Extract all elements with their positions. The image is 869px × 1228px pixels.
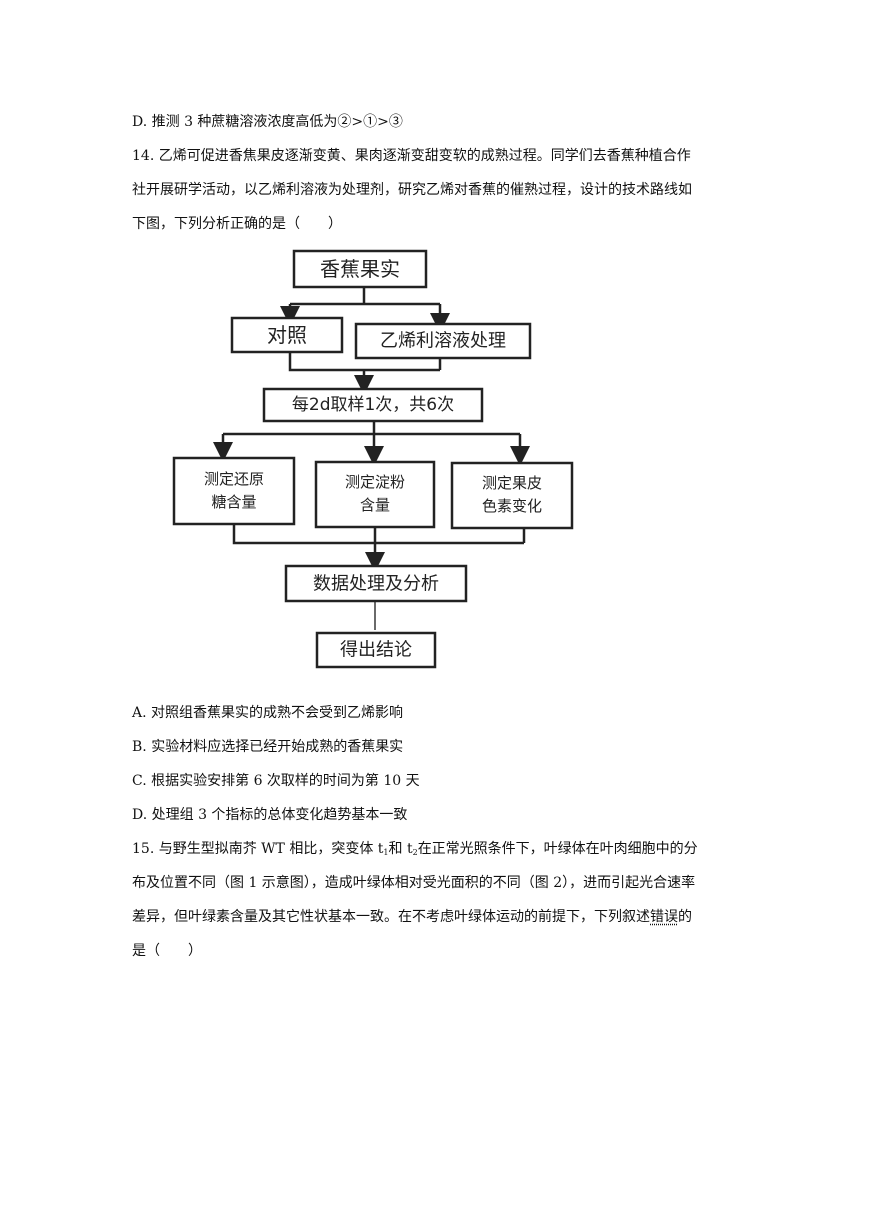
measure-starch-line1: 测定淀粉 (345, 473, 405, 491)
analysis-box (284, 564, 468, 603)
q14-option-d: D. 处理组 3 个指标的总体变化趋势基本一致 (132, 807, 408, 823)
measure-starch-box (314, 460, 436, 529)
banana-fruit-label: 香蕉果实 (320, 257, 400, 281)
q15-stem-line-2: 布及位置不同（图 1 示意图），造成叶绿体相对受光面积的不同（图 2），进而引起… (132, 875, 696, 891)
q15-l3-part-b: 的 (678, 909, 692, 925)
q14-stem-line-3: 下图，下列分析正确的是（ ） (132, 216, 342, 232)
treatment-label: 乙烯利溶液处理 (380, 331, 506, 352)
control-box (230, 316, 344, 354)
measure-pigment-line1: 测定果皮 (482, 474, 542, 492)
q14-stem-line-2: 社开展研学活动，以乙烯利溶液为处理剂，研究乙烯对香蕉的催熟过程，设计的技术路线如 (132, 182, 692, 198)
q14-option-b: B. 实验材料应选择已经开始成熟的香蕉果实 (132, 739, 404, 755)
conclusion-label: 得出结论 (340, 640, 412, 661)
control-label: 对照 (267, 323, 307, 347)
q15-l1-part-a: 15. 与野生型拟南芥 WT 相比，突变体 t (132, 841, 384, 857)
measure-sugar-box (172, 456, 296, 526)
measure-pigment-line2: 色素变化 (482, 497, 542, 515)
sampling-box (262, 387, 484, 423)
q14-stem-line-1: 14. 乙烯可促进香焦果皮逐渐变黄、果肉逐渐变甜变软的成熟过程。同学们去香蕉种植… (132, 148, 691, 164)
q14-option-c: C. 根据实验安排第 6 次取样的时间为第 10 天 (132, 773, 420, 789)
q14-option-a: A. 对照组香蕉果实的成熟不会受到乙烯影响 (132, 705, 404, 721)
q15-subscript-2: 2 (412, 848, 418, 857)
conclusion-box (315, 631, 437, 669)
q13-option-d: D. 推测 3 种蔗糖溶液浓度高低为②>①>③ (132, 114, 403, 130)
q15-stem-line-4: 是（ ） (132, 943, 202, 959)
flowchart: 香蕉果实 对照 乙烯利溶液处理 每2d取样1次，共6次 测定还原 糖含量 测定淀… (172, 249, 574, 669)
q15-l1-part-b: 和 t (388, 841, 413, 857)
q15-stem-line-1: 15. 与野生型拟南芥 WT 相比，突变体 t1和 t2在正常光照条件下，叶绿体… (132, 839, 698, 863)
sampling-label: 每2d取样1次，共6次 (292, 395, 454, 415)
treatment-box (354, 322, 532, 360)
measure-starch-line2: 含量 (360, 496, 390, 514)
q15-subscript-1: 1 (383, 848, 389, 857)
q15-stem-line-3: 差异，但叶绿素含量及其它性状基本一致。在不考虑叶绿体运动的前提下，下列叙述错误的 (132, 907, 692, 927)
measure-sugar-line2: 糖含量 (211, 493, 256, 511)
q15-l1-part-c: 在正常光照条件下，叶绿体在叶肉细胞中的分 (417, 841, 698, 857)
measure-sugar-line1: 测定还原 (204, 470, 264, 488)
q15-emphasis-wrong: 错误 (650, 909, 678, 925)
analysis-label: 数据处理及分析 (313, 574, 439, 595)
banana-fruit-box (292, 249, 428, 289)
q15-l3-part-a: 差异，但叶绿素含量及其它性状基本一致。在不考虑叶绿体运动的前提下，下列叙述 (132, 909, 650, 925)
measure-pigment-box (450, 461, 574, 530)
